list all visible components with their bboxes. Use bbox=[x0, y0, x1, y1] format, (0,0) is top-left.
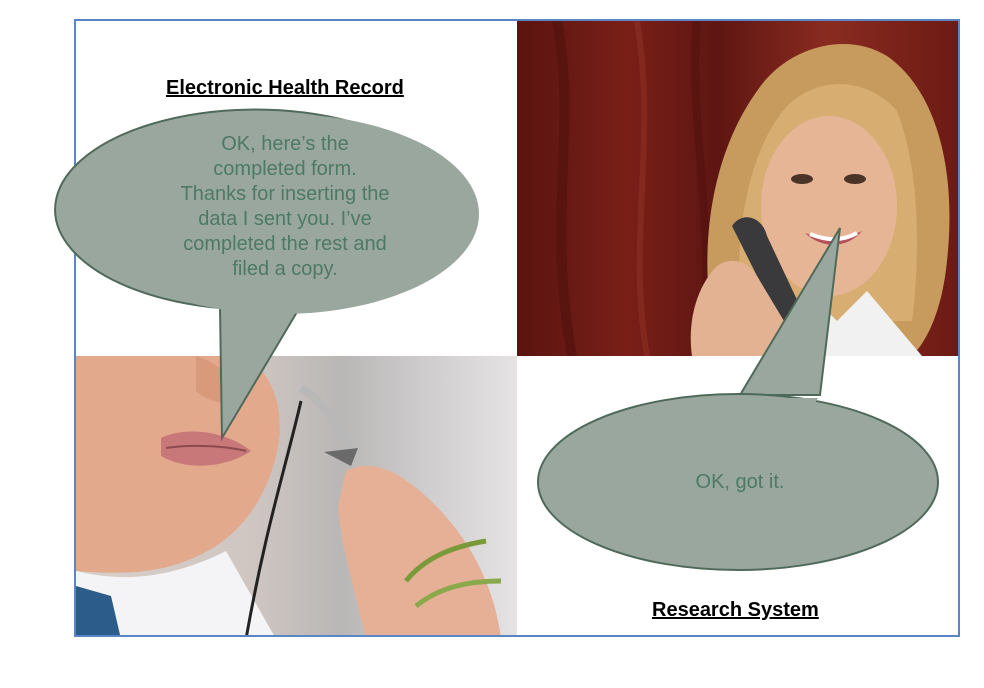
ehr-speech-line: Thanks for inserting the bbox=[180, 183, 390, 205]
research-system-title: Research System bbox=[652, 599, 819, 621]
ehr-speech-line: data I sent you. I’ve bbox=[198, 208, 372, 230]
ehr-speech-text: OK, here’s the completed form. Thanks fo… bbox=[140, 132, 430, 282]
research-speech-text: OK, got it. bbox=[695, 471, 785, 493]
ehr-speech-line: filed a copy. bbox=[232, 258, 338, 280]
slide-frame: Electronic Health Record Research System bbox=[74, 19, 960, 637]
ehr-speech-line: completed form. bbox=[213, 158, 357, 180]
ehr-title: Electronic Health Record bbox=[166, 77, 404, 99]
man-with-headset-photo bbox=[76, 356, 517, 635]
ehr-speech-line: completed the rest and bbox=[183, 233, 387, 255]
ehr-speech-line: OK, here’s the bbox=[221, 133, 349, 155]
woman-on-phone-photo bbox=[517, 21, 958, 356]
